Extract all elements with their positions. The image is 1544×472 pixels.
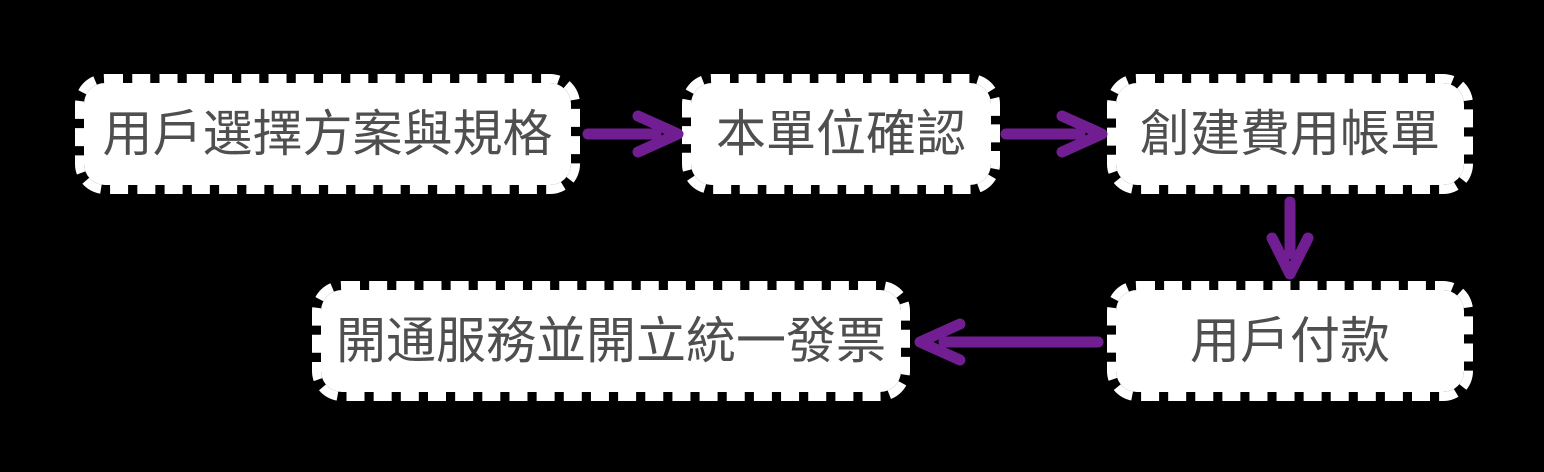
node-unit-confirm-label: 本單位確認: [716, 106, 966, 162]
node-select-plan: 用戶選擇方案與規格: [75, 74, 580, 194]
arrow-confirm-to-bill-icon: [1000, 110, 1108, 158]
node-user-pay: 用戶付款: [1107, 281, 1473, 401]
node-activate-invoice-label: 開通服務並開立統一發票: [336, 313, 886, 369]
node-create-bill-label: 創建費用帳單: [1140, 106, 1440, 162]
node-select-plan-label: 用戶選擇方案與規格: [102, 106, 553, 162]
node-unit-confirm: 本單位確認: [682, 74, 1000, 194]
node-create-bill: 創建費用帳單: [1107, 74, 1473, 194]
arrow-bill-to-pay-icon: [1266, 196, 1314, 280]
node-user-pay-label: 用戶付款: [1190, 313, 1390, 369]
node-activate-invoice: 開通服務並開立統一發票: [312, 281, 910, 401]
arrow-select-to-confirm-icon: [582, 110, 684, 158]
arrow-pay-to-activate-icon: [914, 318, 1104, 366]
